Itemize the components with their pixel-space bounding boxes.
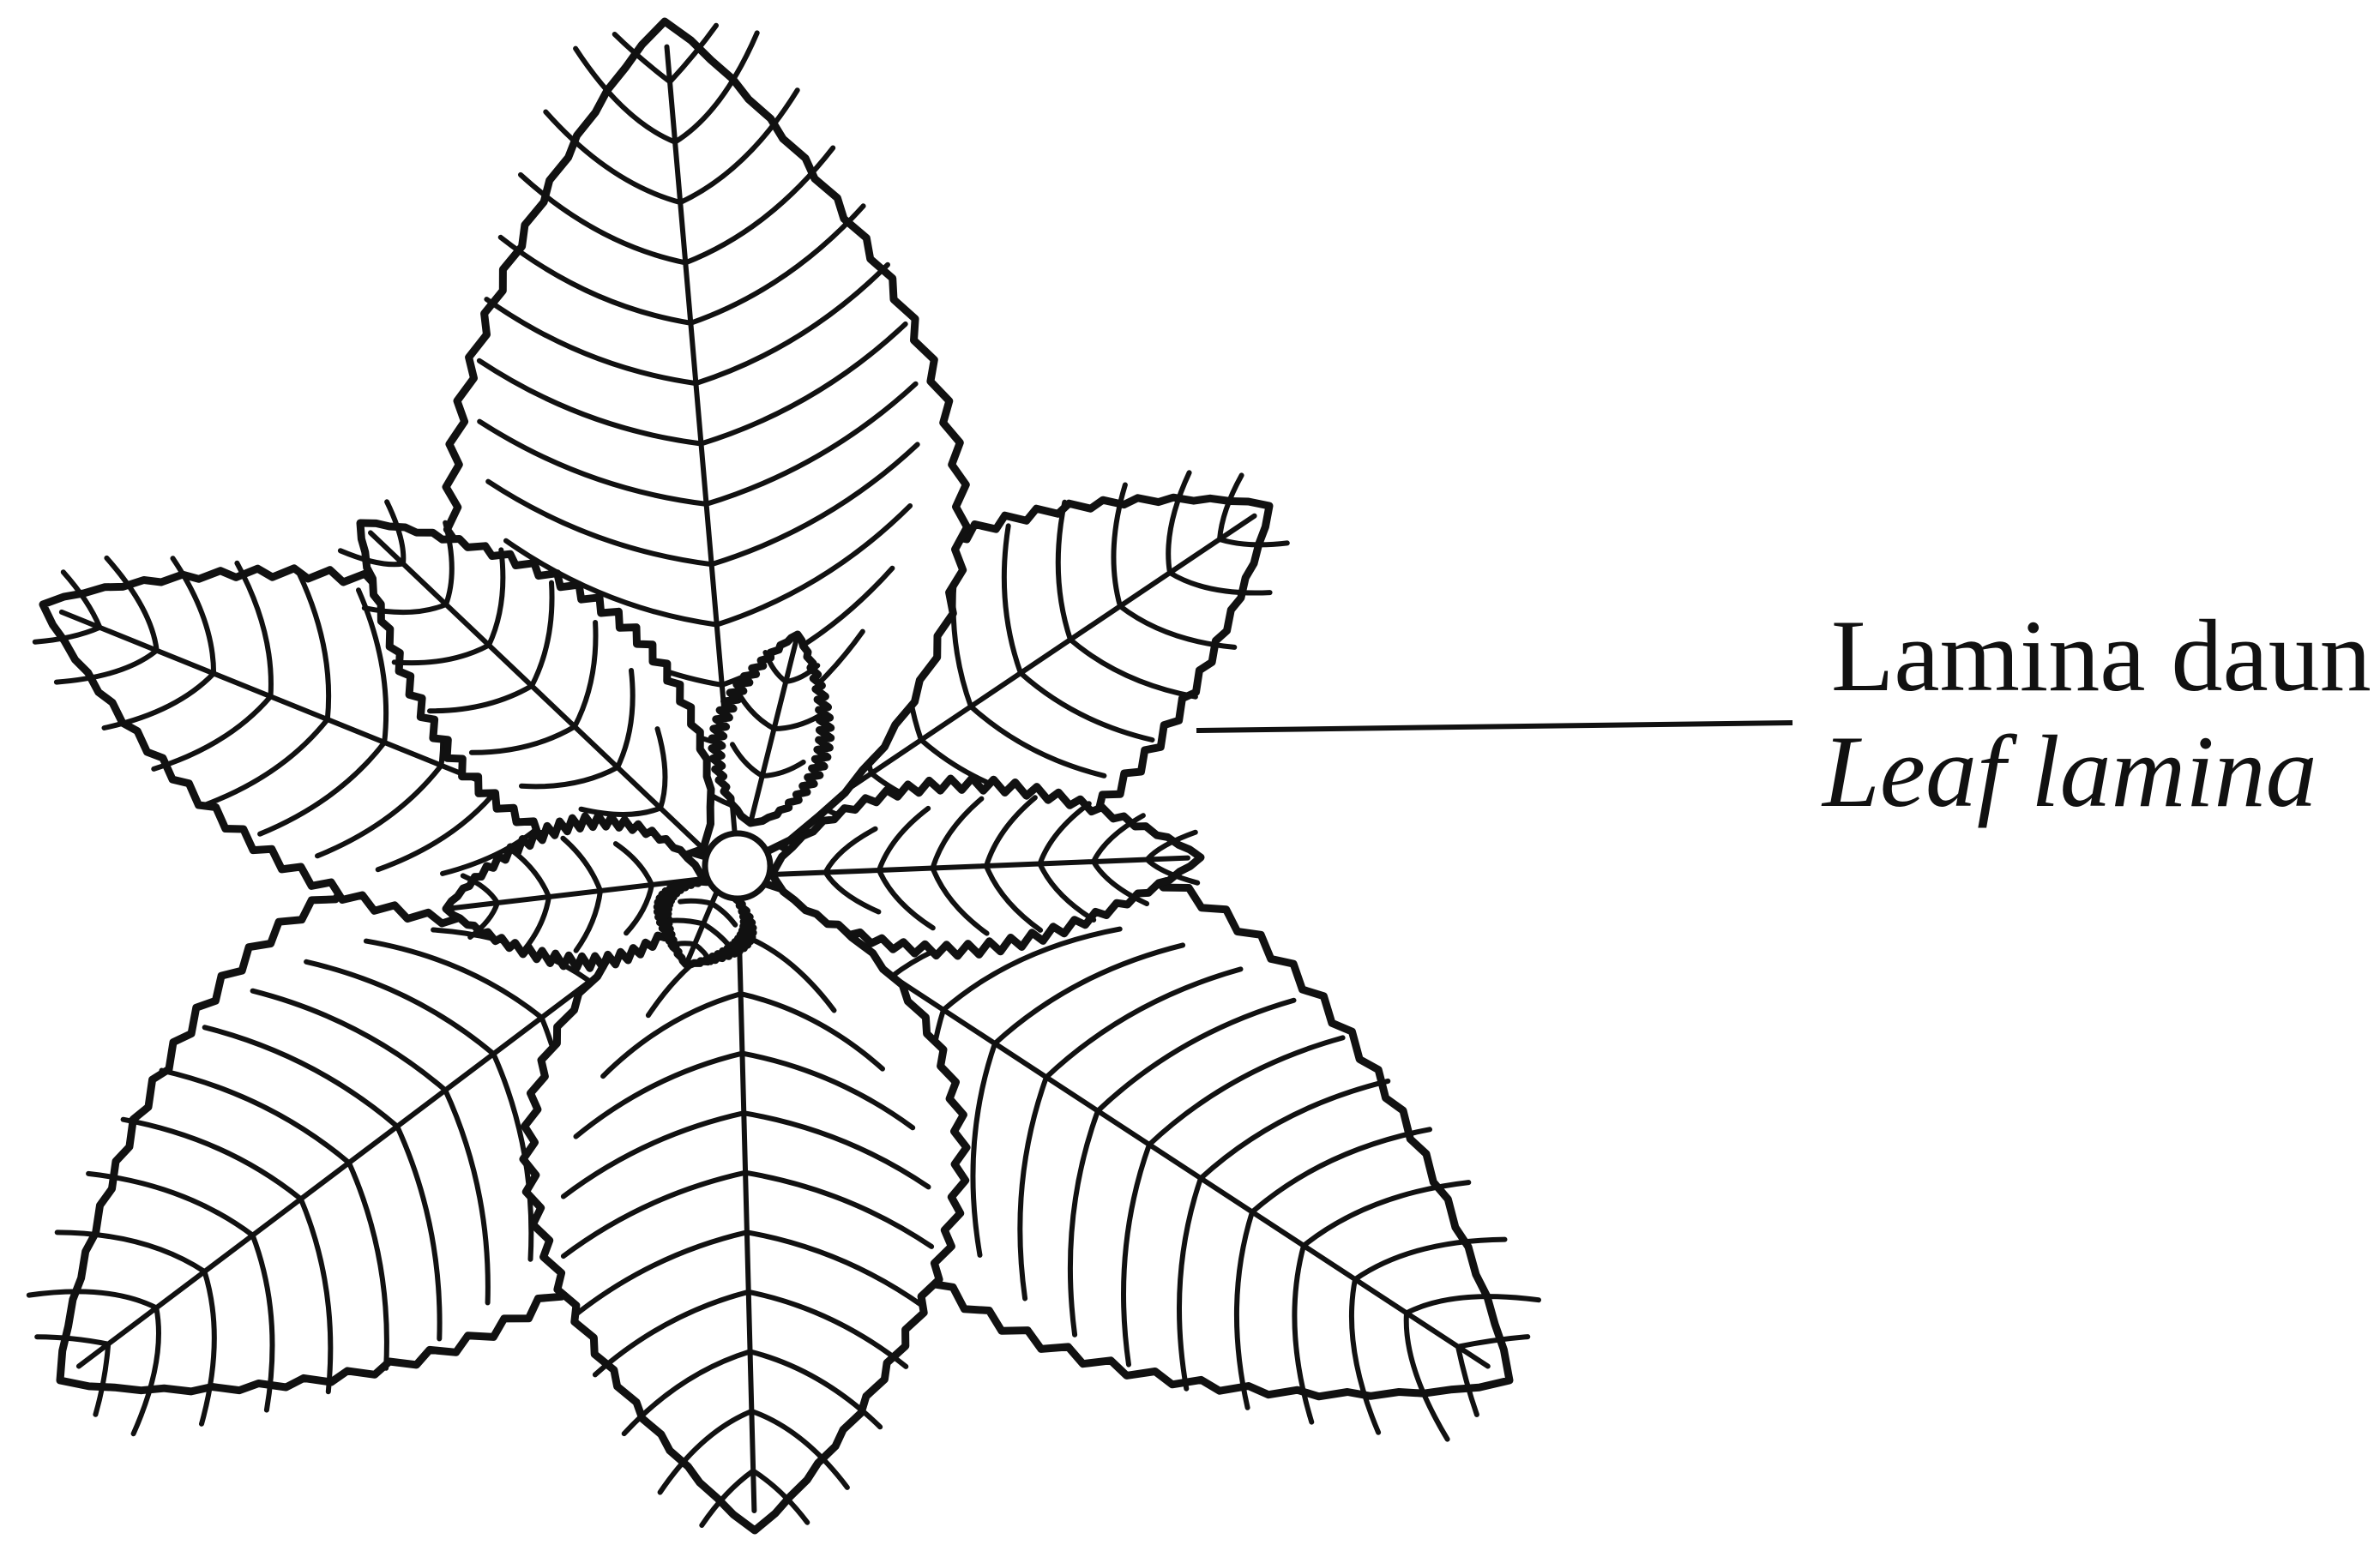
plant-center xyxy=(705,833,770,899)
label-leader-line xyxy=(1196,723,1793,730)
plant-leaves-illustration xyxy=(29,21,1539,1530)
label-lamina-english: Leaf lamina xyxy=(1821,714,2317,828)
label-lamina-malay: Lamina daun xyxy=(1831,598,2371,712)
